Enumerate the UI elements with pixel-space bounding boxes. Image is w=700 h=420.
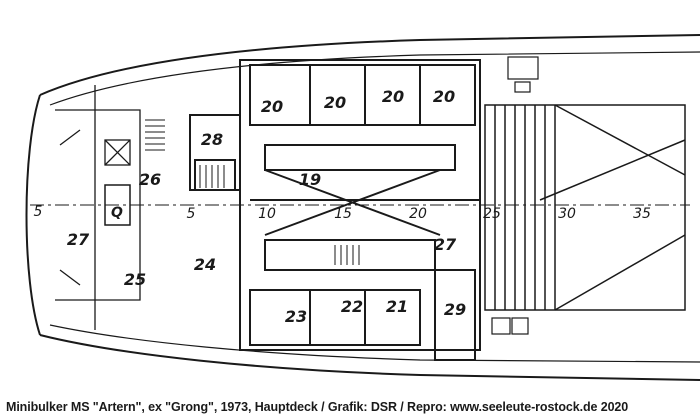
mast-symbol [104,139,131,166]
room-20-label: 20 [433,87,455,106]
bow-structure [55,85,141,330]
superstructure-walls [189,59,481,361]
frame-number: 35 [633,206,651,222]
room-26-label: 26 [139,170,161,189]
room-19-label: 19 [299,170,321,189]
hull-outline [25,34,700,381]
room-22-label: 22 [341,297,363,316]
room-20-label: 20 [382,87,404,106]
frame-number: 30 [558,206,576,222]
q-box [104,184,131,226]
room-28-label: 28 [201,130,223,149]
q-symbol: Q [111,205,123,221]
frame-number: 10 [258,206,276,222]
room-29-label: 29 [444,300,466,319]
room-25-label: 25 [124,270,146,289]
room-20-label: 20 [324,93,346,112]
room-24-label: 24 [194,255,216,274]
room-20-label: 20 [261,97,283,116]
frame-number: 5 [187,206,196,222]
room-27-aft-label: 27 [434,235,457,254]
room-21-label: 21 [386,297,408,316]
figure-caption: Minibulker MS "Artern", ex "Grong", 1973… [6,400,629,414]
inner-hull-line [49,51,700,363]
frame-number: 20 [409,206,427,222]
frame-number: 25 [483,206,501,222]
room-23-label: 23 [285,307,307,326]
stairs [145,119,360,265]
winch-symbols [491,56,539,335]
frame-number: 5 [34,204,43,220]
cargo-hatch [484,104,686,311]
frame-number: 15 [334,206,352,222]
room-27-fwd-label: 27 [67,230,90,249]
